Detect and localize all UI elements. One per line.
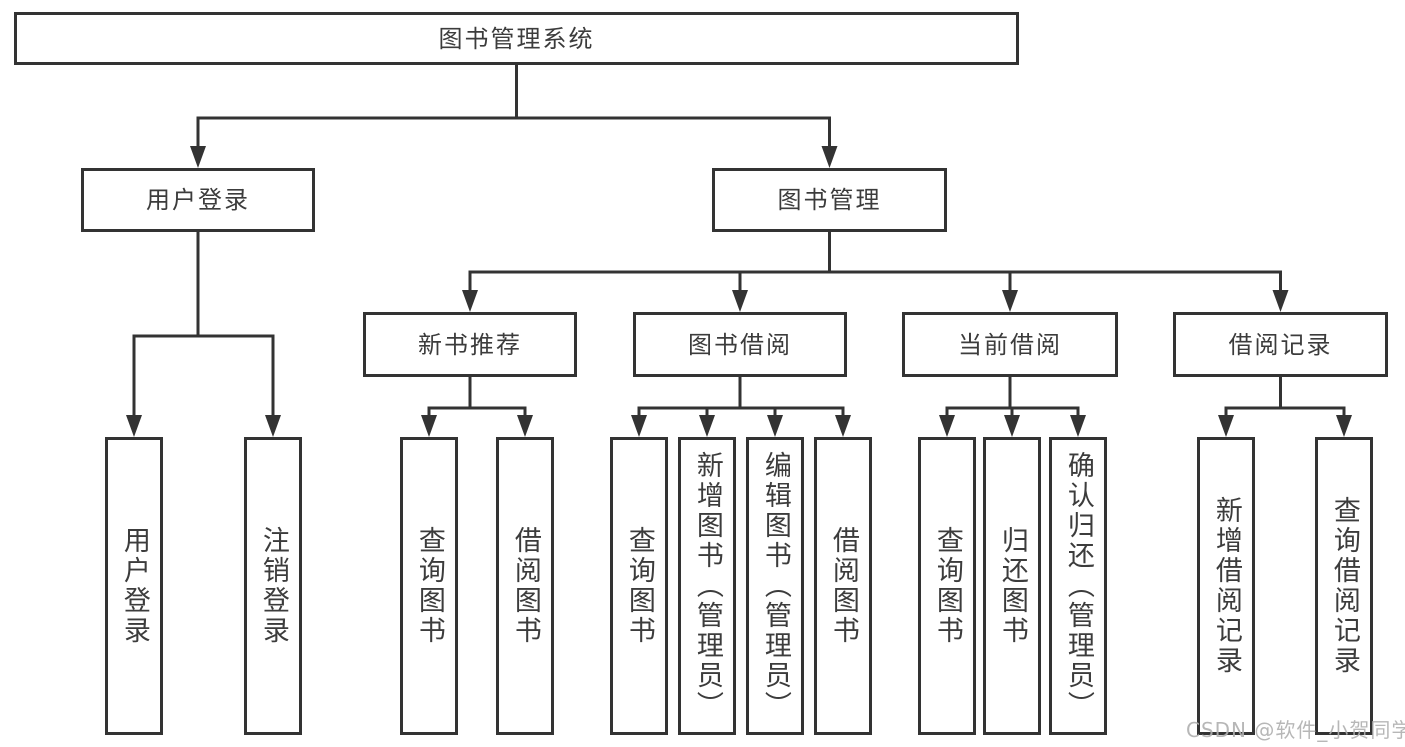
leaf-user-login: 用户登录 [105, 437, 163, 735]
leaf-label: 借阅图书 [509, 526, 541, 646]
leaf-current-query-books: 查询图书 [918, 437, 976, 735]
leaf-borrow-query-books: 查询图书 [610, 437, 668, 735]
leaf-borrow-add-books-admin: 新增图书（管理员） [678, 437, 736, 735]
leaf-label: 查询借阅记录 [1328, 496, 1360, 676]
node-label: 新书推荐 [418, 330, 522, 359]
node-label: 当前借阅 [958, 330, 1062, 359]
node-label: 图书管理 [777, 186, 882, 214]
leaf-label: 查询图书 [623, 526, 655, 646]
leaf-borrow-borrow-books: 借阅图书 [814, 437, 872, 735]
node-label: 借阅记录 [1228, 330, 1333, 359]
leaf-borrow-edit-books-admin: 编辑图书（管理员） [746, 437, 804, 735]
tree-edges [132, 62, 1346, 421]
leaf-current-return-books: 归还图书 [983, 437, 1041, 735]
node-library-management-system: 图书管理系统 [14, 12, 1019, 65]
node-book-borrow: 图书借阅 [633, 312, 847, 377]
node-label: 图书借阅 [688, 330, 792, 359]
node-new-book-recommend: 新书推荐 [363, 312, 577, 377]
leaf-newbook-query-books: 查询图书 [400, 437, 458, 735]
leaf-label: 确认归还（管理员） [1062, 451, 1094, 721]
leaf-newbook-borrow-books: 借阅图书 [496, 437, 554, 735]
leaf-logout: 注销登录 [244, 437, 302, 735]
node-book-management: 图书管理 [712, 168, 947, 232]
leaf-label: 新增图书（管理员） [691, 451, 723, 721]
csdn-watermark: CSDN @软件_小贺同学 [1186, 718, 1405, 742]
leaf-records-add-record: 新增借阅记录 [1197, 437, 1255, 735]
leaf-label: 归还图书 [996, 526, 1028, 646]
node-user-login: 用户登录 [81, 168, 315, 232]
leaf-label: 用户登录 [118, 526, 150, 646]
node-label: 图书管理系统 [438, 24, 595, 53]
arrowheads [126, 146, 1352, 437]
leaf-label: 新增借阅记录 [1210, 496, 1242, 676]
leaf-label: 借阅图书 [827, 526, 859, 646]
node-label: 用户登录 [146, 186, 250, 214]
leaf-label: 编辑图书（管理员） [759, 451, 791, 721]
leaf-records-query-record: 查询借阅记录 [1315, 437, 1373, 735]
leaf-label: 查询图书 [931, 526, 963, 646]
leaf-current-confirm-return-admin: 确认归还（管理员） [1049, 437, 1107, 735]
leaf-label: 注销登录 [257, 526, 289, 646]
leaf-label: 查询图书 [413, 526, 445, 646]
node-borrow-records: 借阅记录 [1173, 312, 1388, 377]
node-current-borrow: 当前借阅 [902, 312, 1118, 377]
